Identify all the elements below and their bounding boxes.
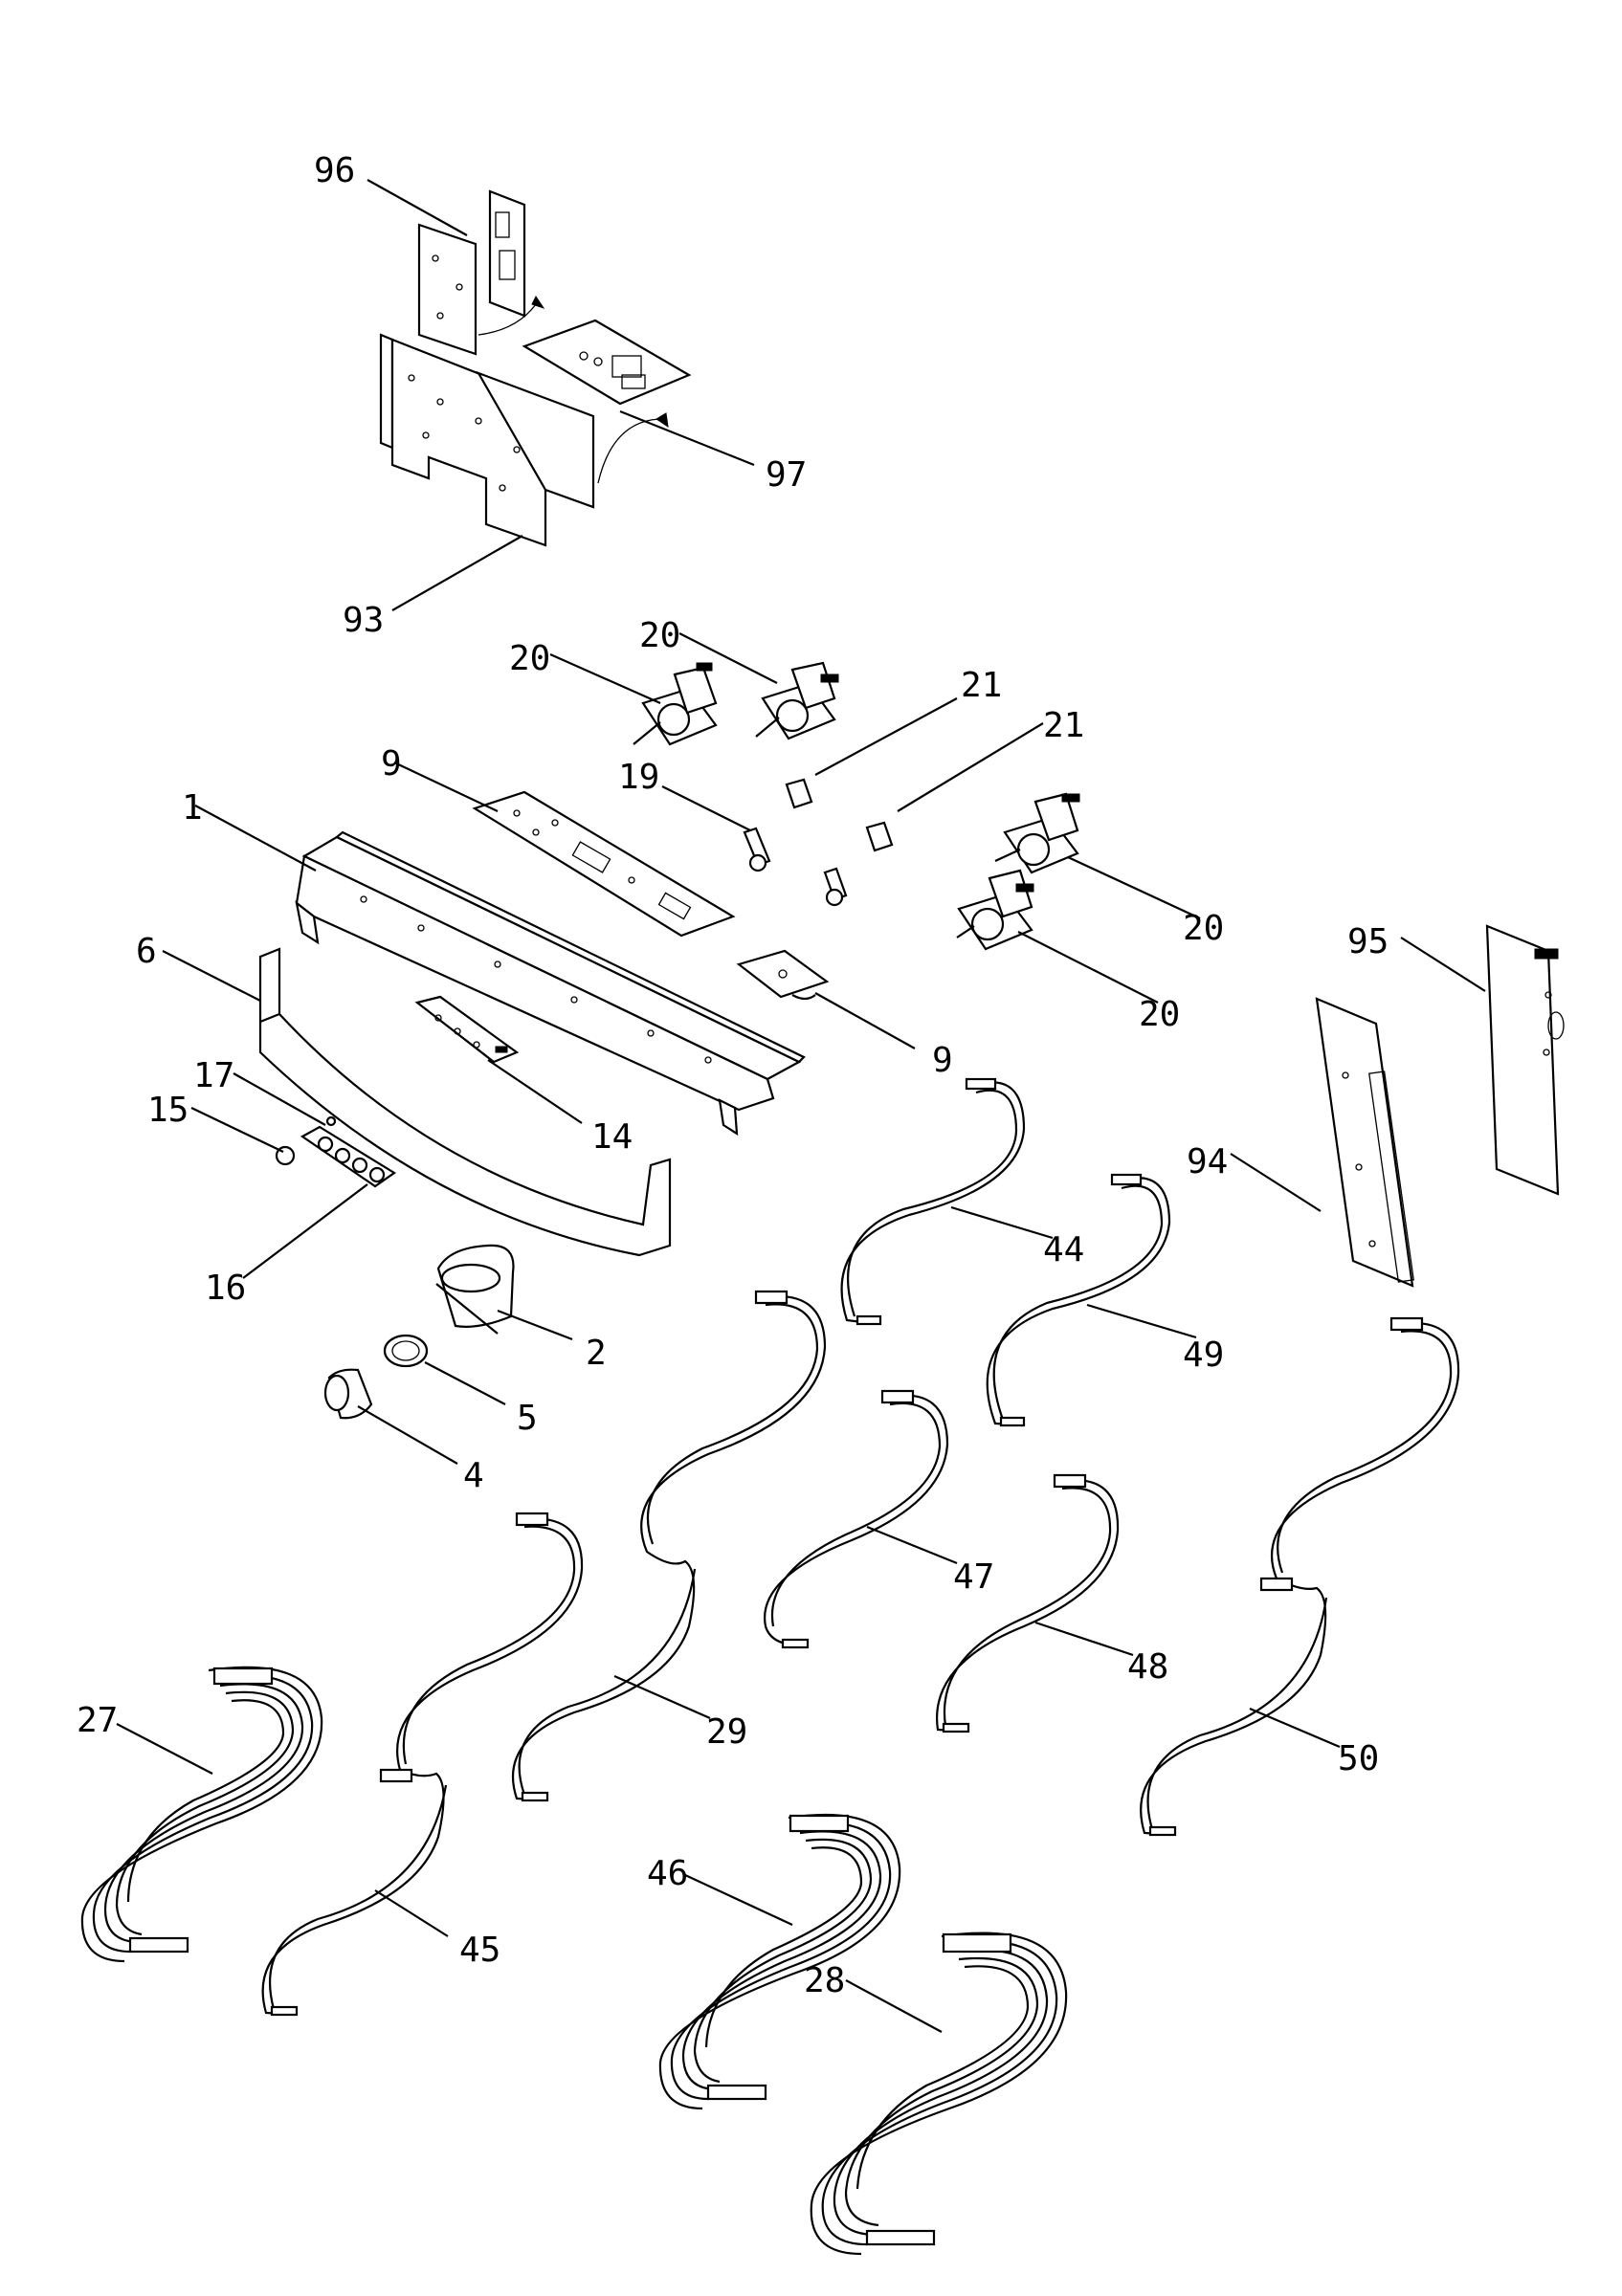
callout-48: 48 — [1127, 1647, 1168, 1687]
callout-21-a: 21 — [961, 666, 1002, 705]
part-20-switch-right-upper — [994, 792, 1080, 874]
part-46-ribbon-cable — [658, 1813, 901, 2110]
callout-46: 46 — [647, 1854, 688, 1893]
part-28-ribbon-cable — [810, 1932, 1068, 2256]
part-29-cable — [512, 1290, 827, 1802]
callout-17: 17 — [193, 1056, 234, 1095]
part-21-block-a — [785, 778, 813, 809]
callout-96: 96 — [314, 151, 355, 190]
callout-44: 44 — [1043, 1230, 1084, 1269]
part-50-cable — [1140, 1316, 1460, 1837]
callout-93: 93 — [343, 601, 384, 640]
callout-labels: 96 97 93 20 20 21 21 9 19 1 20 20 95 6 9… — [77, 151, 1389, 2000]
callout-28: 28 — [804, 1961, 845, 2000]
part-96-board-assembly — [417, 189, 545, 356]
part-14-display-panel — [414, 995, 520, 1064]
part-47-cable — [764, 1389, 949, 1649]
callout-2: 2 — [586, 1334, 607, 1373]
callout-4: 4 — [463, 1456, 484, 1495]
callout-1: 1 — [182, 788, 203, 828]
part-49-cable — [986, 1173, 1171, 1427]
callout-49: 49 — [1183, 1336, 1224, 1375]
part-94-side-plate — [1315, 997, 1414, 1288]
callout-94: 94 — [1187, 1142, 1228, 1181]
callout-20-right-lower: 20 — [1139, 995, 1180, 1034]
callout-50: 50 — [1338, 1739, 1379, 1778]
leader-lines — [116, 179, 1486, 2033]
part-21-block-b — [865, 821, 894, 852]
part-1-control-panel — [295, 830, 806, 1137]
part-44-cable — [840, 1077, 1026, 1326]
part-20-switch-right-lower — [956, 869, 1034, 951]
part-19-knob-shaft — [743, 827, 848, 907]
callout-27: 27 — [77, 1701, 118, 1740]
part-97-board — [522, 319, 692, 484]
callout-9-small: 9 — [932, 1041, 953, 1080]
part-2-lamp-holder — [435, 1244, 515, 1335]
part-4-cap — [323, 1368, 373, 1420]
part-20-switch-top-left — [633, 662, 718, 746]
callout-14: 14 — [591, 1117, 633, 1157]
callout-47: 47 — [953, 1557, 994, 1597]
callout-9-main: 9 — [381, 744, 402, 784]
part-5-ring — [383, 1334, 429, 1368]
part-16-knob-strip — [300, 1125, 397, 1188]
part-95-board — [1485, 924, 1565, 1196]
callout-20-right-upper: 20 — [1183, 909, 1224, 948]
callout-20-top-right: 20 — [639, 616, 680, 655]
part-48-cable — [936, 1473, 1120, 1733]
callout-5: 5 — [517, 1399, 538, 1438]
callout-21-b: 21 — [1043, 706, 1084, 745]
callout-29: 29 — [706, 1712, 747, 1752]
callout-6: 6 — [136, 932, 157, 971]
callout-20-top-left: 20 — [509, 639, 550, 678]
callout-95: 95 — [1347, 922, 1389, 961]
part-20-switch-top-right — [755, 661, 839, 740]
part-9-main-pcb — [472, 790, 736, 938]
callout-16: 16 — [205, 1269, 246, 1308]
part-6-front-fascia — [258, 947, 672, 1257]
part-9-small-pcb — [736, 949, 830, 1001]
callout-15: 15 — [147, 1091, 189, 1130]
part-45-cable — [261, 1512, 584, 2017]
callout-45: 45 — [459, 1931, 500, 1970]
part-17-indicator — [325, 1115, 337, 1127]
part-93-mounting-bracket — [379, 333, 595, 547]
callout-19: 19 — [618, 758, 659, 797]
part-27-ribbon-cable — [80, 1666, 323, 1963]
callout-97: 97 — [766, 455, 807, 495]
